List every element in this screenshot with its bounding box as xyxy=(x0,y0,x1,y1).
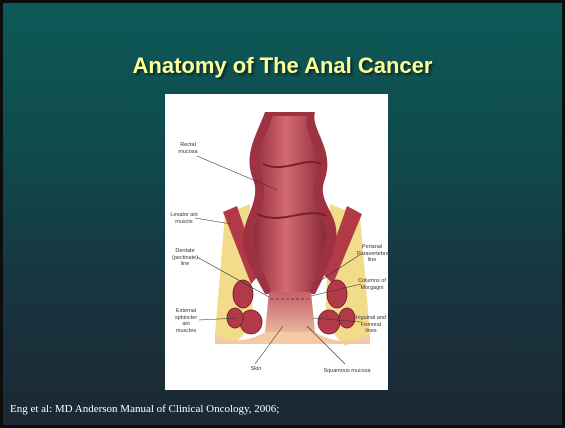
anatomy-illustration xyxy=(165,94,388,390)
slide-title: Anatomy of The Anal Cancer xyxy=(3,53,562,79)
citation-text: Eng et al: MD Anderson Manual of Clinica… xyxy=(10,403,279,415)
anal-canal xyxy=(265,292,315,332)
label-perianal-line: Perianal Paravertebral line xyxy=(357,244,387,264)
label-dentate-line: Dentate (pectinate) line xyxy=(171,248,199,268)
label-squamous-mucosa: Squamous mucosa xyxy=(321,368,373,375)
anatomy-figure: Rectal mucosa Levator ani muscle Dentate… xyxy=(165,94,388,390)
label-inguinal-lines: Inguinal and Femoral lines xyxy=(355,315,387,335)
label-skin: Skin xyxy=(245,366,267,373)
label-external-sphincter: External sphincter ani muscles xyxy=(171,308,201,334)
label-columns-morgagni: Columns of Morgagni xyxy=(357,278,387,291)
label-levator-ani: Levator ani muscle xyxy=(169,212,199,225)
label-rectal-mucosa: Rectal mucosa xyxy=(175,142,201,155)
